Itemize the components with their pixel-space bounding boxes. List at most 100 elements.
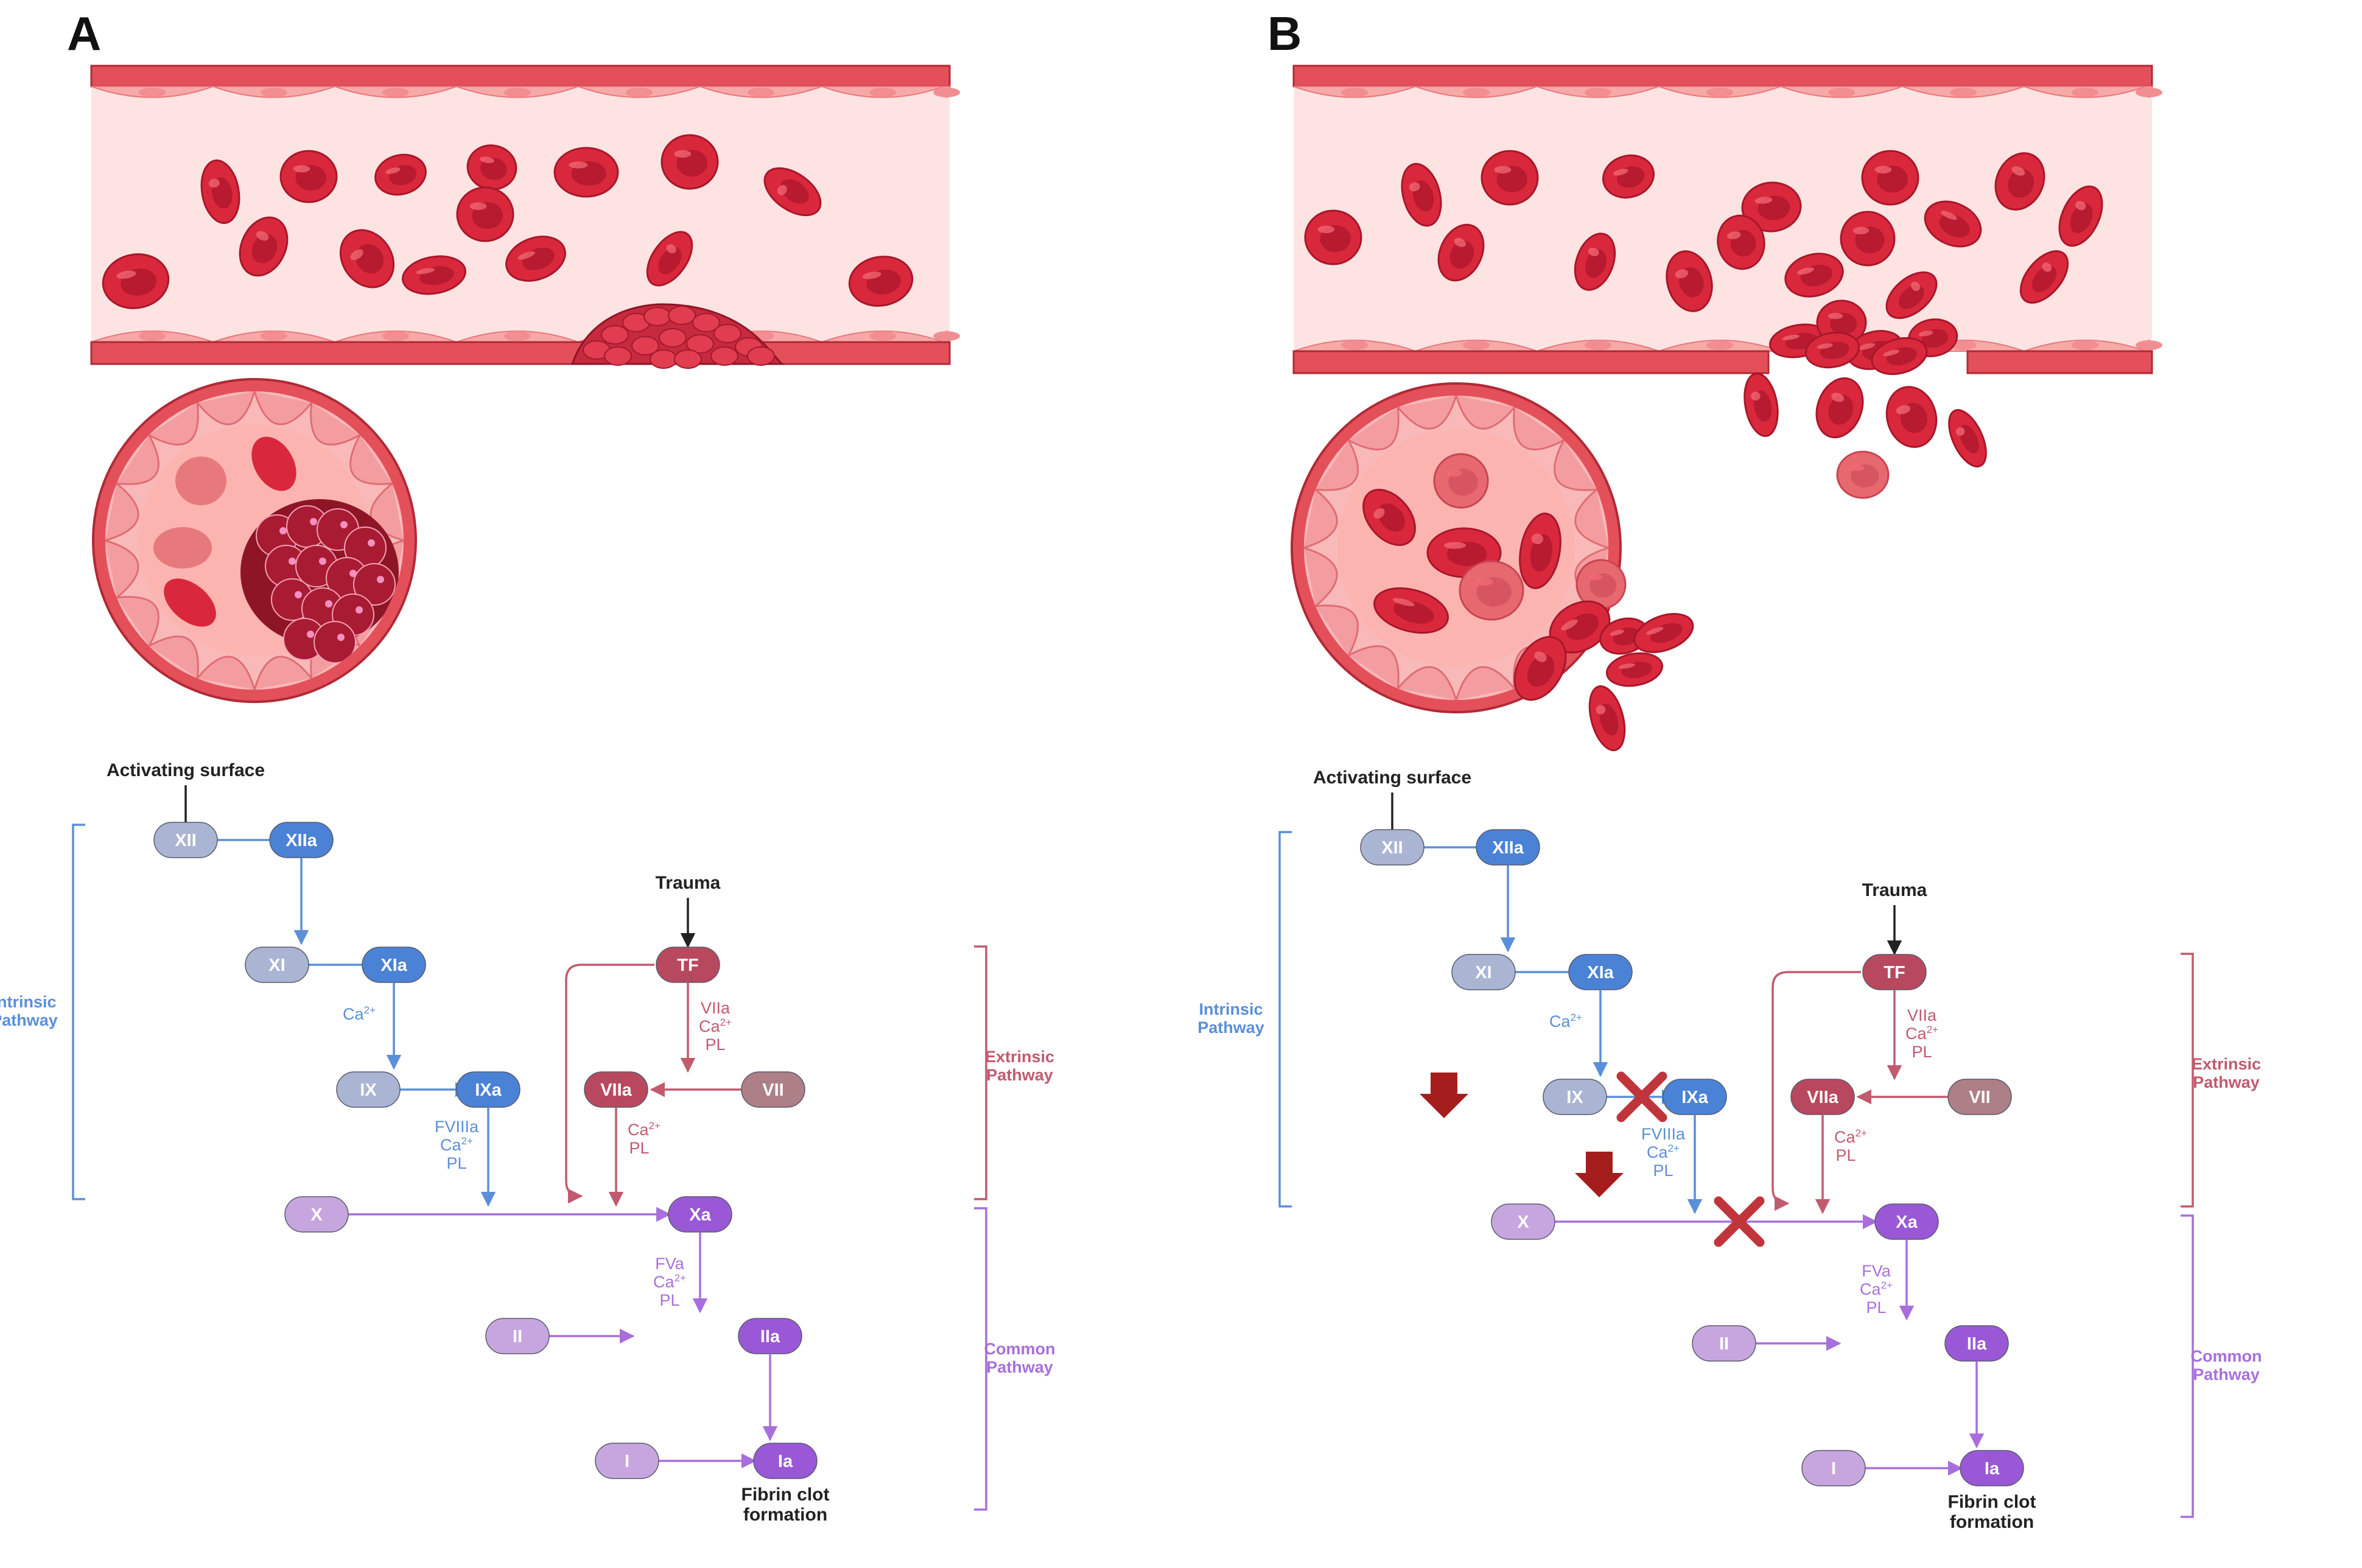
- panel-a: A: [67, 7, 960, 703]
- factor-XIIa: XIIa: [1476, 829, 1540, 866]
- factor-label: Xa: [1896, 1213, 1918, 1232]
- factor-label: XII: [1381, 838, 1403, 858]
- factor-VII: VII: [741, 1071, 805, 1108]
- common-label: Pathway: [986, 1358, 1053, 1376]
- factor-label: I: [1831, 1459, 1836, 1479]
- factor-label: X: [1517, 1213, 1529, 1232]
- factor-IIa: IIa: [1944, 1325, 2009, 1362]
- red-blood-cell-icon: [339, 229, 395, 289]
- red-blood-cell-icon: [1717, 214, 1765, 270]
- factor-label: XIIa: [286, 831, 317, 850]
- red-blood-cell-icon: [1840, 211, 1896, 267]
- factor-TF: TF: [1862, 954, 1927, 990]
- panel-letter-b: B: [1267, 7, 1302, 60]
- calcium-label: Ca2+: [1549, 1012, 1582, 1031]
- block-x-icon: [1714, 1196, 1765, 1247]
- extrinsic-label: Extrinsic: [2192, 1055, 2261, 1073]
- calcium-label: Ca2+: [628, 1120, 661, 1139]
- factor-label: IIa: [760, 1327, 780, 1346]
- factor-label: XIa: [380, 956, 407, 975]
- intrinsic-label: Pathway: [0, 1011, 58, 1029]
- factor-label: XIa: [1587, 963, 1614, 982]
- vessel-longitudinal-a: [90, 65, 960, 369]
- cofactor-label: PL: [1835, 1146, 1856, 1164]
- factor-label: II: [513, 1327, 522, 1346]
- red-blood-cell-icon: [763, 167, 822, 217]
- common-label: Common: [2191, 1347, 2262, 1365]
- red-blood-cell-icon: [466, 144, 517, 191]
- red-blood-cell-icon: [1666, 250, 1713, 312]
- extrinsic-bracket: [974, 945, 987, 1200]
- fibrin-clot-label: formation: [743, 1505, 827, 1525]
- red-blood-cell-icon: [1871, 337, 1928, 376]
- red-blood-cell-icon: [1815, 377, 1864, 439]
- extrinsic-bracket: [2181, 953, 2194, 1208]
- factor-label: VIIa: [1807, 1088, 1838, 1107]
- red-blood-cell-icon: [1885, 271, 1938, 320]
- red-blood-cell-icon: [200, 159, 240, 224]
- red-blood-cell-icon: [456, 186, 514, 242]
- down-arrow-icon: [1575, 1152, 1624, 1197]
- red-blood-cell-icon: [1605, 652, 1664, 687]
- factor-XIa: XIa: [1568, 954, 1633, 990]
- factor-IXa: IXa: [456, 1071, 520, 1108]
- panel-letter-a: A: [67, 7, 101, 60]
- factor-label: XII: [175, 831, 196, 850]
- factor-VIIa: VIIa: [584, 1071, 648, 1108]
- factor-label: II: [1719, 1334, 1729, 1354]
- factor-TF: TF: [656, 947, 720, 983]
- cofactor-label: PL: [659, 1291, 679, 1309]
- factor-label: IXa: [475, 1080, 502, 1100]
- fibrin-clot-label: Fibrin clot: [741, 1485, 830, 1505]
- fibrin-clot-label: Fibrin clot: [1948, 1492, 2036, 1512]
- cofactor-label: PL: [1653, 1161, 1673, 1180]
- factor-label: X: [310, 1205, 323, 1225]
- factor-Xa: Xa: [1874, 1203, 1939, 1240]
- common-label: Pathway: [2193, 1365, 2260, 1384]
- factor-XII: XII: [1360, 829, 1425, 866]
- red-blood-cell-icon: [1588, 685, 1626, 752]
- calcium-label: Ca2+: [1647, 1143, 1680, 1161]
- red-blood-cell-icon: [1741, 181, 1802, 233]
- factor-label: XIIa: [1492, 838, 1524, 858]
- factor-label: IX: [360, 1080, 377, 1100]
- intrinsic-label: Intrinsic: [1199, 1000, 1263, 1018]
- factor-X: X: [1491, 1203, 1555, 1240]
- factor-Xa: Xa: [668, 1196, 732, 1233]
- block-x-icon: [1616, 1071, 1667, 1122]
- coagulation-cascade-a: Activating surfaceTraumaIntrinsicPathway…: [0, 760, 1056, 1525]
- intrinsic-label: Pathway: [1197, 1018, 1264, 1037]
- calcium-label: Ca2+: [440, 1135, 473, 1154]
- factor-label: TF: [1884, 963, 1905, 982]
- red-blood-cell-icon: [2058, 185, 2103, 247]
- factor-label: XI: [1475, 963, 1491, 982]
- factor-IXa: IXa: [1663, 1079, 1727, 1115]
- calcium-label: Ca2+: [1860, 1279, 1893, 1298]
- activating-surface-label: Activating surface: [1313, 768, 1471, 788]
- factor-VII: VII: [1947, 1079, 2012, 1115]
- factor-XI: XI: [1451, 954, 1516, 990]
- factor-label: IIa: [1967, 1334, 1987, 1354]
- cofactor-label: VIIa: [701, 999, 731, 1017]
- red-blood-cell-icon: [505, 236, 566, 282]
- red-blood-cell-pale-icon: [1433, 453, 1489, 509]
- activating-surface-label: Activating surface: [107, 760, 265, 780]
- factor-II: II: [1692, 1325, 1756, 1362]
- cofactor-label: PL: [1866, 1298, 1886, 1317]
- red-blood-cell-icon: [553, 147, 619, 198]
- cofactor-label: FVIIIa: [1641, 1125, 1686, 1143]
- cofactor-label: VIIa: [1907, 1006, 1937, 1024]
- clot-icon: [570, 303, 786, 369]
- extrinsic-label: Pathway: [986, 1066, 1053, 1084]
- red-blood-cell-icon: [1924, 200, 1982, 248]
- factor-label: XI: [268, 956, 285, 975]
- red-blood-cell-pale-icon: [1836, 450, 1890, 499]
- red-blood-cell-icon: [1804, 331, 1860, 369]
- factor-XIa: XIa: [362, 947, 426, 983]
- vessel-cross-section-a: [92, 378, 417, 703]
- common-label: Common: [984, 1340, 1056, 1358]
- factor-IX: IX: [1543, 1079, 1607, 1115]
- red-blood-cell-icon: [1362, 489, 1416, 546]
- trauma-label: Trauma: [1862, 880, 1927, 900]
